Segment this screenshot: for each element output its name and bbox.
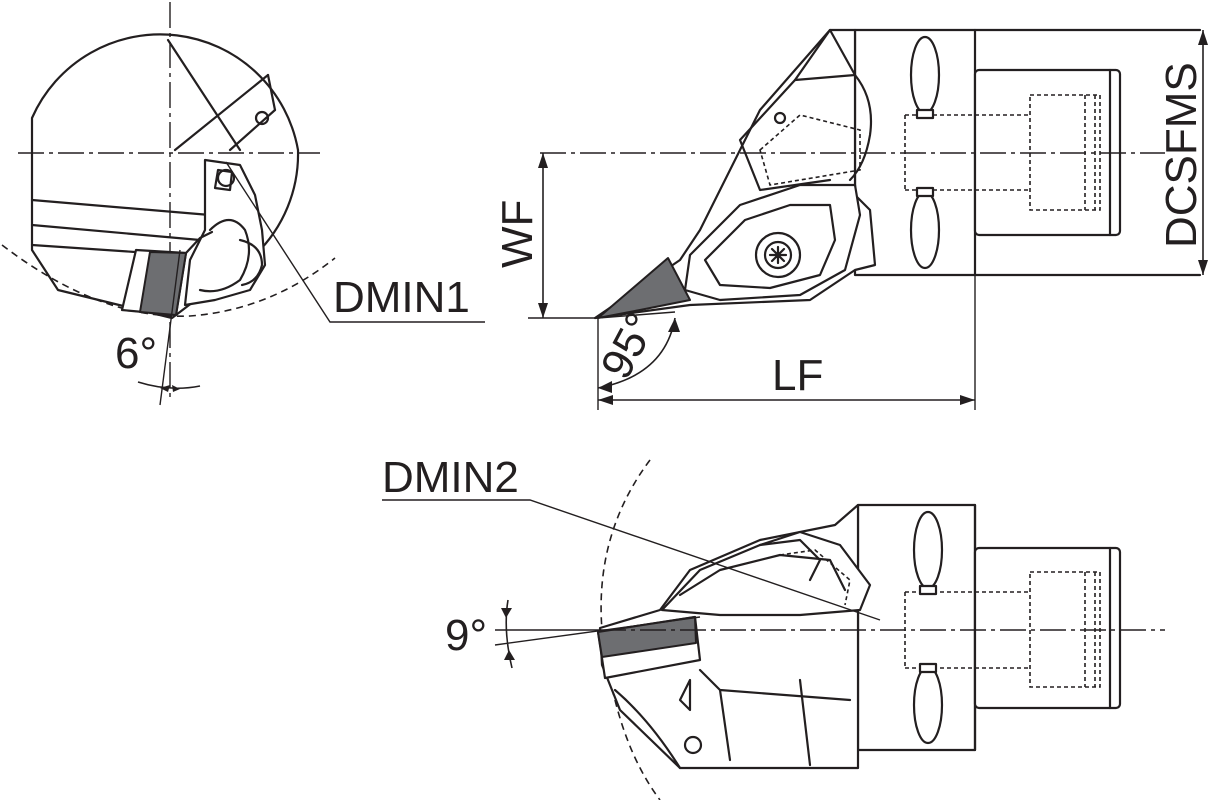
angle-top-label: 6° (115, 329, 157, 378)
dcsfms-label: DCSFMS (1157, 62, 1206, 248)
dmin2-label: DMIN2 (382, 453, 519, 502)
angle-bottom-label: 9° (445, 611, 487, 660)
bottom-view: 9° DMIN2 (382, 453, 1165, 800)
detail-view-dmin1: DMIN1 6° (1, 2, 485, 406)
lf-label: LF (772, 351, 823, 400)
dmin1-label: DMIN1 (333, 273, 470, 322)
wf-label: WF (493, 200, 542, 268)
side-view: WF DCSFMS LF 95° (493, 28, 1208, 410)
